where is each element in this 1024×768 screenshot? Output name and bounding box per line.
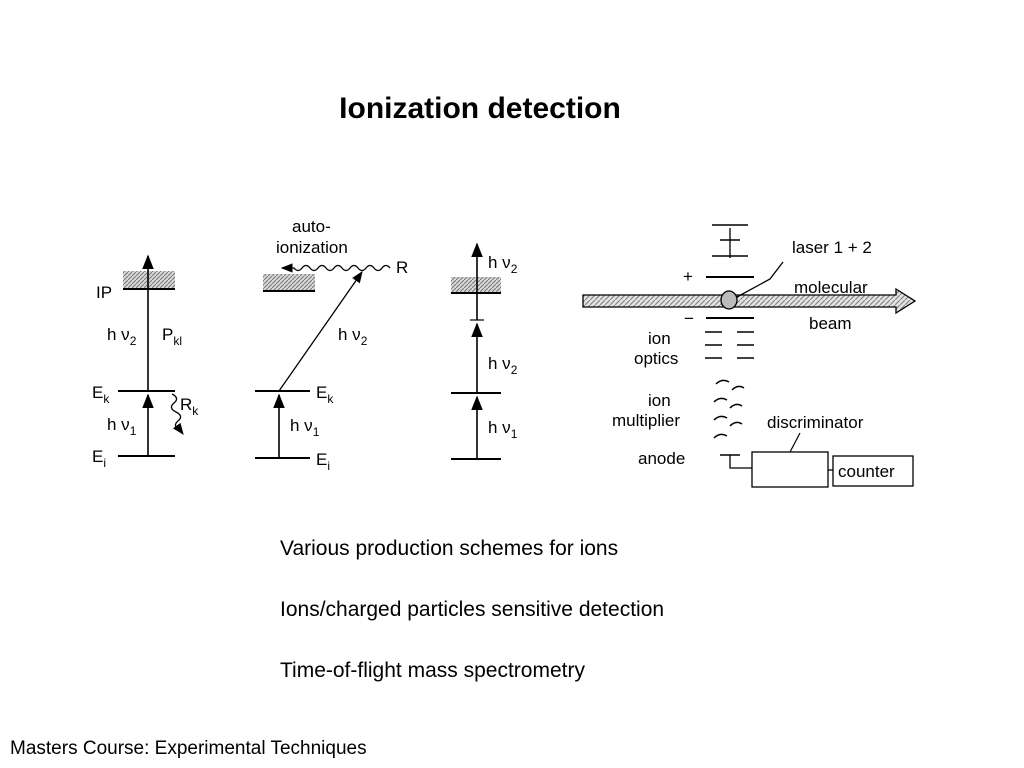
svg-text:Ek: Ek xyxy=(92,383,110,406)
molecular-label: molecular xyxy=(794,278,868,297)
ek-subscript-2: k xyxy=(327,392,334,406)
laser-pointer-line xyxy=(736,261,784,298)
beam-label: beam xyxy=(809,314,852,333)
pkl-label: P xyxy=(162,325,173,344)
ek-label: E xyxy=(92,383,103,402)
autoionization-label-1: auto- xyxy=(292,217,331,236)
svg-text:Ei: Ei xyxy=(92,447,106,470)
svg-text:h ν2: h ν2 xyxy=(488,354,518,377)
autoionization-wavy-arrow xyxy=(280,263,391,273)
slide-title: Ionization detection xyxy=(339,92,621,125)
svg-text:h ν1: h ν1 xyxy=(107,415,137,438)
discriminator-pointer xyxy=(789,432,801,453)
ek-label-2: E xyxy=(316,383,327,402)
hv2-label-2: h ν xyxy=(338,325,361,344)
svg-text:h ν2: h ν2 xyxy=(488,253,518,276)
autoionization-label-2: ionization xyxy=(276,238,348,257)
laser-label: laser 1 + 2 xyxy=(792,238,872,257)
detection-apparatus: + − laser 1 + 2 molecular beam ion optic… xyxy=(582,224,917,488)
bullet-item: Various production schemes for ions xyxy=(280,537,619,560)
pkl-subscript: kl xyxy=(173,334,182,348)
discriminator-label: discriminator xyxy=(767,413,864,432)
hv1-label-3: h ν xyxy=(488,418,511,437)
plus-sign: + xyxy=(683,267,693,286)
svg-text:Rk: Rk xyxy=(180,395,199,418)
molecular-beam-arrow xyxy=(582,287,917,315)
rk-label: R xyxy=(180,395,192,414)
hv1-label: h ν xyxy=(107,415,130,434)
scheme-3: h ν2 h ν2 h ν1 xyxy=(451,242,518,460)
r-label: R xyxy=(396,258,408,277)
discriminator-box xyxy=(751,451,829,488)
ek-subscript: k xyxy=(103,392,110,406)
ei-label-2: E xyxy=(316,450,327,469)
ei-label: E xyxy=(92,447,103,466)
bullet-list: Various production schemes for ions Ions… xyxy=(280,537,664,720)
svg-text:h ν1: h ν1 xyxy=(290,416,320,439)
ion-optics-label-2: optics xyxy=(634,349,678,368)
scheme-2: auto- ionization R h ν2 Ek h ν1 Ei xyxy=(255,217,408,473)
ion-optics-lenses xyxy=(705,331,754,359)
rk-subscript: k xyxy=(192,404,199,418)
rk-decay-wavy xyxy=(170,393,184,435)
bullet-item: Time-of-flight mass spectrometry xyxy=(280,659,585,682)
scheme-1: IP h ν2 Pkl Ek Rk h ν1 Ei xyxy=(92,254,199,470)
hv2-subscript: 2 xyxy=(130,334,137,348)
hv1-label-2: h ν xyxy=(290,416,313,435)
svg-text:h ν2: h ν2 xyxy=(107,325,137,348)
ip-continuum-band-2 xyxy=(263,274,315,291)
hv2-mid-subscript: 2 xyxy=(511,363,518,377)
svg-text:h ν2: h ν2 xyxy=(338,325,368,348)
ei-subscript: i xyxy=(103,456,106,470)
hv2-subscript-2: 2 xyxy=(361,334,368,348)
svg-text:Ek: Ek xyxy=(316,383,334,406)
ion-multiplier-label-2: multiplier xyxy=(612,411,680,430)
ei-subscript-2: i xyxy=(327,459,330,473)
hv2-label: h ν xyxy=(107,325,130,344)
counter-label: counter xyxy=(838,462,895,481)
hv1-subscript: 1 xyxy=(130,424,137,438)
footer-course-title: Masters Course: Experimental Techniques xyxy=(10,738,367,759)
svg-text:Pkl: Pkl xyxy=(162,325,182,348)
anode-wire xyxy=(729,455,752,469)
hv1-subscript-3: 1 xyxy=(511,427,518,441)
minus-sign: − xyxy=(684,309,694,328)
interaction-region xyxy=(720,290,738,310)
ionization-schemes-diagram: IP h ν2 Pkl Ek Rk h ν1 Ei auto- ionizati… xyxy=(92,217,917,488)
hv2-top-subscript: 2 xyxy=(511,262,518,276)
ion-optics-label-1: ion xyxy=(648,329,671,348)
ion-multiplier-label-1: ion xyxy=(648,391,671,410)
ip-continuum-band-3 xyxy=(451,277,501,293)
bullet-item: Ions/charged particles sensitive detecti… xyxy=(280,598,665,621)
svg-text:Ei: Ei xyxy=(316,450,330,473)
anode-label: anode xyxy=(638,449,685,468)
hv2-top-label: h ν xyxy=(488,253,511,272)
hv1-subscript-2: 1 xyxy=(313,425,320,439)
ion-multiplier-dynodes xyxy=(713,379,745,439)
counter-box xyxy=(832,455,914,487)
ip-continuum-band xyxy=(123,271,175,289)
ip-label: IP xyxy=(96,283,112,302)
hv2-mid-label: h ν xyxy=(488,354,511,373)
hv2-diagonal-arrow xyxy=(278,271,363,392)
svg-text:h ν1: h ν1 xyxy=(488,418,518,441)
